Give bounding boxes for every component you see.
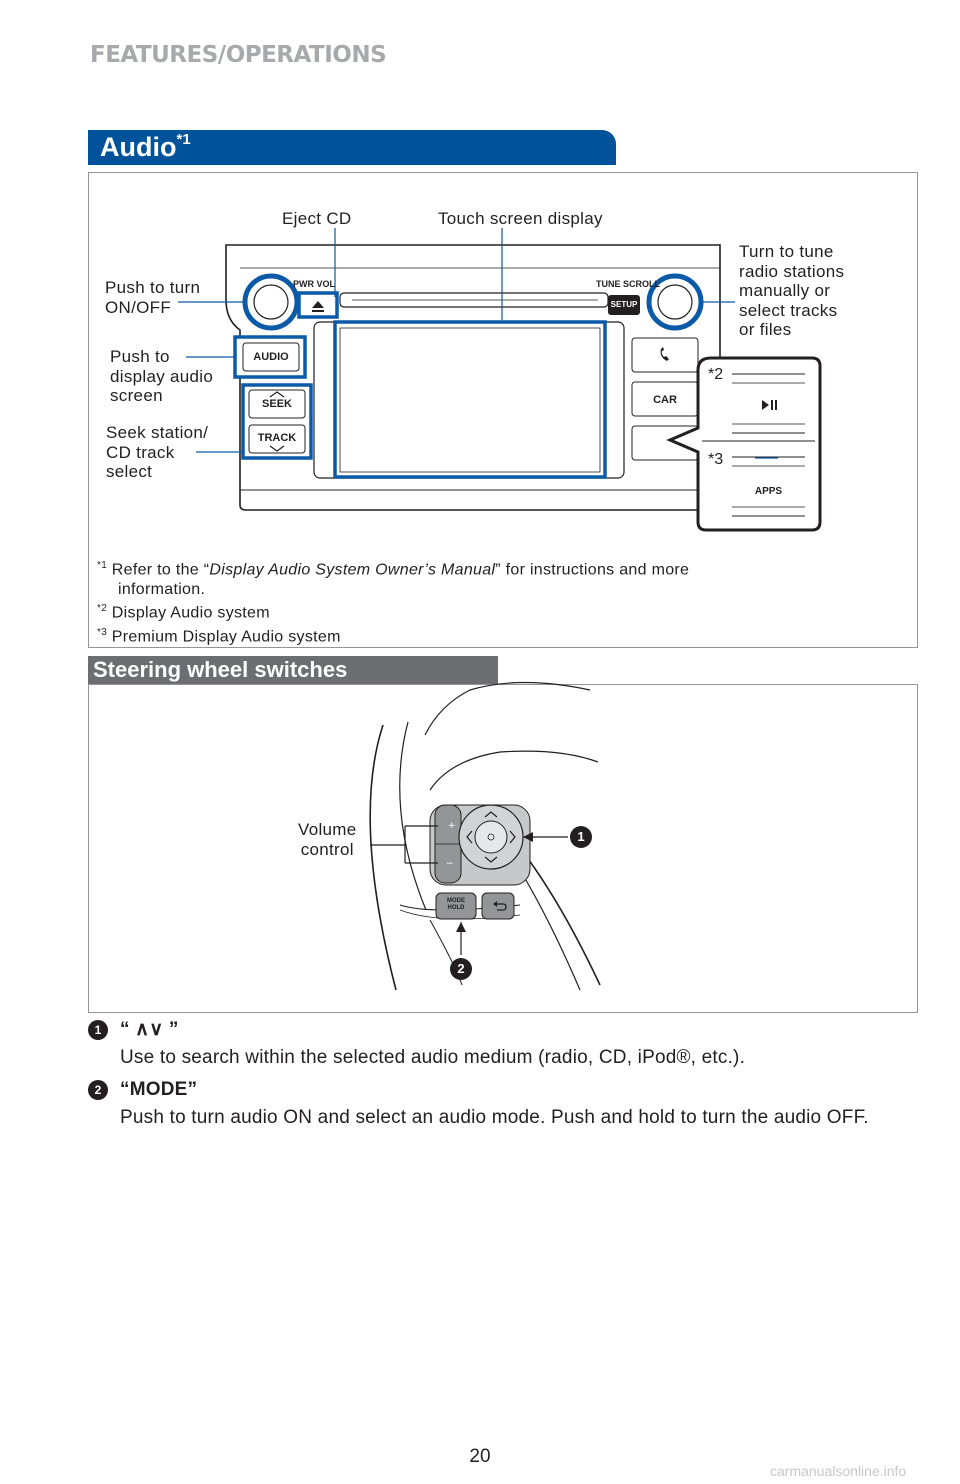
- car-button: CAR: [653, 394, 677, 406]
- description-text-2: Push to turn audio ON and select an audi…: [120, 1107, 869, 1128]
- audio-button-label: Push to display audio screen: [110, 347, 214, 405]
- seek-track-label: Seek station/ CD track select: [106, 423, 209, 481]
- audio-section-tab: Audio*1: [88, 130, 616, 165]
- footnote-2: *2 Display Audio system: [97, 603, 270, 622]
- power-knob-label: Push to turn ON/OFF: [105, 278, 201, 317]
- description-badge-2: 2: [88, 1080, 108, 1100]
- svg-text:−: −: [446, 859, 454, 869]
- touch-screen-label: Touch screen display: [438, 209, 603, 228]
- steering-section-title: Steering wheel switches: [93, 657, 348, 682]
- track-button: TRACK: [257, 432, 297, 444]
- seek-button: SEEK: [262, 398, 292, 410]
- pwr-vol-label: PWR VOL: [293, 279, 335, 289]
- steering-wheel-illustration: + −: [369, 681, 601, 991]
- tune-knob-label: Turn to tune radio stations manually or …: [739, 242, 845, 339]
- description-text-1: Use to search within the selected audio …: [120, 1047, 746, 1068]
- audio-section-title: Audio*1: [100, 131, 191, 162]
- description-title-1: “ ∧∨ ”: [120, 1019, 179, 1040]
- apps-button: APPS: [754, 486, 783, 497]
- watermark: carmanualsonline.info: [770, 1463, 907, 1479]
- description-item-2: 2 “MODE” Push to turn audio ON and selec…: [88, 1076, 888, 1132]
- descriptions-list: 1 “ ∧∨ ” Use to search within the select…: [88, 1016, 888, 1132]
- svg-text:+: +: [448, 821, 456, 831]
- eject-cd-label: Eject CD: [282, 209, 352, 228]
- inset-label-2: *2: [708, 366, 724, 383]
- page-number: 20: [469, 1446, 491, 1467]
- audio-button: AUDIO: [253, 351, 289, 363]
- mode-hold-button: MODE HOLD: [447, 898, 465, 911]
- inset-label-3: *3: [708, 451, 724, 468]
- volume-control-label: Volume control: [298, 820, 357, 859]
- footnote-1: *1 Refer to the “Display Audio System Ow…: [97, 560, 690, 579]
- description-title-2: “MODE”: [120, 1079, 198, 1100]
- page-header: FEATURES/OPERATIONS: [90, 42, 387, 68]
- audio-footnotes: *1 Refer to the “Display Audio System Ow…: [97, 556, 897, 647]
- description-item-1: 1 “ ∧∨ ” Use to search within the select…: [88, 1016, 888, 1072]
- description-badge-1: 1: [88, 1020, 108, 1040]
- callout-badge-1: 1: [570, 826, 592, 848]
- tune-scroll-label: TUNE SCROLL: [596, 279, 660, 289]
- steering-section-tab: Steering wheel switches: [88, 656, 498, 684]
- footnote-3: *3 Premium Display Audio system: [97, 627, 341, 646]
- callout-badge-2: 2: [450, 958, 472, 980]
- head-unit-illustration: [178, 228, 822, 532]
- setup-button: SETUP: [610, 300, 638, 309]
